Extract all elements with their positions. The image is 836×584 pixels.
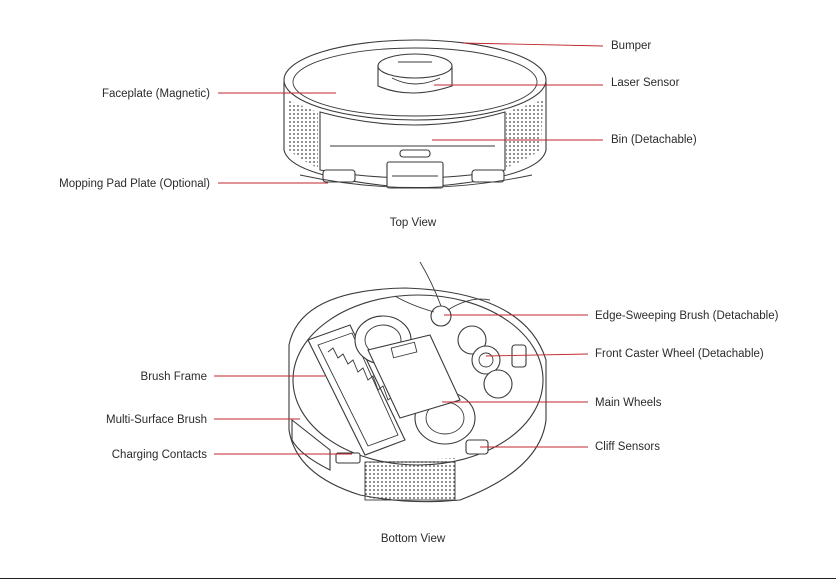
label-front-caster: Front Caster Wheel (Detachable) bbox=[595, 348, 764, 360]
label-charging-contacts: Charging Contacts bbox=[112, 449, 207, 461]
bottom-view-illustration bbox=[289, 262, 546, 502]
top-view-illustration bbox=[284, 40, 546, 188]
label-bin: Bin (Detachable) bbox=[611, 134, 697, 146]
label-laser-sensor: Laser Sensor bbox=[611, 77, 680, 89]
label-mopping-pad-plate: Mopping Pad Plate (Optional) bbox=[59, 178, 210, 190]
label-bumper: Bumper bbox=[611, 40, 651, 52]
caption-bottom-view: Bottom View bbox=[381, 533, 446, 545]
label-edge-brush: Edge-Sweeping Brush (Detachable) bbox=[595, 310, 779, 322]
label-multi-surface-brush: Multi-Surface Brush bbox=[106, 414, 207, 426]
page-divider bbox=[0, 578, 836, 579]
caption-top-view: Top View bbox=[390, 217, 437, 229]
label-cliff-sensors: Cliff Sensors bbox=[595, 441, 660, 453]
label-brush-frame: Brush Frame bbox=[141, 371, 207, 383]
label-main-wheels: Main Wheels bbox=[595, 397, 662, 409]
label-faceplate: Faceplate (Magnetic) bbox=[102, 88, 210, 100]
